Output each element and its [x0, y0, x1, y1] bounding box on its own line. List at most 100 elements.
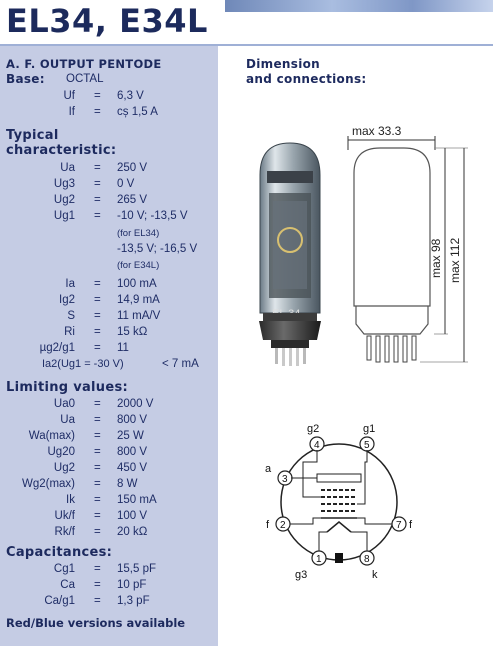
spec-symbol: Cg1 — [53, 563, 75, 575]
spec-value: 100 mA — [117, 278, 157, 290]
pin-number-5: 5 — [364, 440, 370, 451]
spec-value: 15,5 pF — [117, 563, 156, 575]
spec-value-alt: -13,5 V; -16,5 V — [117, 243, 198, 255]
spec-value: 15 kΩ — [117, 326, 148, 338]
spec-value: 6,3 V — [117, 90, 144, 102]
spec-value: 150 mA — [117, 494, 157, 506]
spec-symbol: µg2/g1 — [39, 342, 75, 354]
pin-number-8: 8 — [364, 554, 370, 565]
tube-photo: EL 34 — [259, 142, 321, 366]
spec-value: 800 V — [117, 446, 148, 458]
spec-value: 8 W — [117, 478, 138, 490]
header: EL34, E34L — [0, 0, 493, 44]
spec-symbol: Ca/g1 — [44, 595, 75, 607]
equals-sign: = — [94, 478, 101, 490]
spec-symbol: S — [67, 310, 75, 322]
spec-value: -10 V; -13,5 V — [117, 210, 188, 222]
spec-value: 1,3 pF — [117, 595, 150, 607]
spec-symbol: Wg2(max) — [21, 478, 75, 490]
pin-number-2: 2 — [280, 520, 286, 531]
header-rule — [0, 44, 493, 46]
page-title: EL34, E34L — [6, 2, 208, 40]
spec-symbol: Ug1 — [53, 210, 75, 222]
equals-sign: = — [94, 106, 101, 118]
spec-symbol: Wa(max) — [28, 430, 75, 442]
spec-value: 14,9 mA — [117, 294, 160, 306]
spec-symbol: Ua — [60, 162, 75, 174]
pin-number-4: 4 — [314, 440, 320, 451]
pin-label-g3: g3 — [295, 569, 307, 581]
spec-note: (for E34L) — [117, 260, 160, 271]
header-band — [225, 0, 493, 12]
equals-sign: = — [94, 162, 101, 174]
spec-value: 10 pF — [117, 579, 147, 591]
pin-label-f-left: f — [266, 519, 270, 531]
spec-symbol: Ia2(Ug1 = -30 V) — [42, 358, 124, 370]
spec-symbol: Ug3 — [53, 178, 75, 190]
equals-sign: = — [94, 90, 101, 102]
equals-sign: = — [94, 595, 101, 607]
pin-label-g1: g1 — [363, 423, 375, 435]
spec-value: 800 V — [117, 414, 148, 426]
spec-value: cș 1,5 A — [117, 106, 158, 118]
equals-sign: = — [94, 342, 101, 354]
section-title-limiting: Limiting values: — [6, 380, 129, 395]
equals-sign: = — [94, 310, 101, 322]
spec-value: < 7 mA — [162, 358, 199, 370]
spec-value: 250 V — [117, 162, 148, 174]
pin-number-1: 1 — [316, 554, 322, 565]
dim-width-label: max 33.3 — [352, 124, 402, 138]
spec-symbol: Rk/f — [54, 526, 75, 538]
pin-diagram: 4 5 3 2 7 1 8 g2 g1 a f f g3 k — [265, 423, 413, 581]
equals-sign: = — [94, 278, 101, 290]
spec-value: 20 kΩ — [117, 526, 148, 538]
pin-number-3: 3 — [282, 474, 288, 485]
spec-symbol: Ua0 — [53, 398, 75, 410]
pin-label-g2: g2 — [307, 423, 319, 435]
spec-symbol: Ri — [64, 326, 75, 338]
footer-note: Red/Blue versions available — [6, 616, 186, 630]
spec-value: 450 V — [117, 462, 148, 474]
base-value: OCTAL — [66, 73, 104, 85]
spec-symbol: Ig2 — [59, 294, 75, 306]
connections-title: and connections: — [246, 72, 367, 86]
spec-value: 0 V — [117, 178, 135, 190]
spec-symbol: Ug20 — [47, 446, 76, 458]
spec-value: 100 V — [117, 510, 148, 522]
diagram-panel — [218, 46, 493, 646]
dim-height-112-label: max 112 — [448, 238, 462, 283]
equals-sign: = — [94, 398, 101, 410]
spec-symbol: If — [68, 106, 75, 118]
spec-symbol: Ug2 — [53, 194, 75, 206]
equals-sign: = — [94, 326, 101, 338]
spec-value: 11 — [117, 342, 129, 354]
equals-sign: = — [94, 563, 101, 575]
spec-symbol: Ik — [66, 494, 75, 506]
equals-sign: = — [94, 414, 101, 426]
spec-note: (for EL34) — [117, 228, 160, 239]
equals-sign: = — [94, 178, 101, 190]
spec-value: 265 V — [117, 194, 148, 206]
equals-sign: = — [94, 430, 101, 442]
dimension-title: Dimension — [246, 57, 321, 71]
equals-sign: = — [94, 294, 101, 306]
section-title-typical: Typical — [6, 128, 59, 143]
section-title-output-pentode: A. F. OUTPUT PENTODE — [6, 57, 162, 71]
spec-symbol: Ug2 — [53, 462, 75, 474]
equals-sign: = — [94, 210, 101, 222]
dim-height-98-label: max 98 — [429, 238, 443, 278]
equals-sign: = — [94, 579, 101, 591]
spec-value: 25 W — [117, 430, 144, 442]
pin-number-7: 7 — [396, 520, 402, 531]
spec-symbol: Ca — [60, 579, 75, 591]
equals-sign: = — [94, 510, 101, 522]
section-title-characteristic: characteristic: — [6, 143, 117, 158]
spec-symbol: Ia — [65, 278, 75, 290]
equals-sign: = — [94, 194, 101, 206]
pin-label-k: k — [372, 569, 378, 581]
spec-symbol: Uk/f — [54, 510, 75, 522]
pin-label-a: a — [265, 463, 272, 475]
equals-sign: = — [94, 494, 101, 506]
equals-sign: = — [94, 446, 101, 458]
